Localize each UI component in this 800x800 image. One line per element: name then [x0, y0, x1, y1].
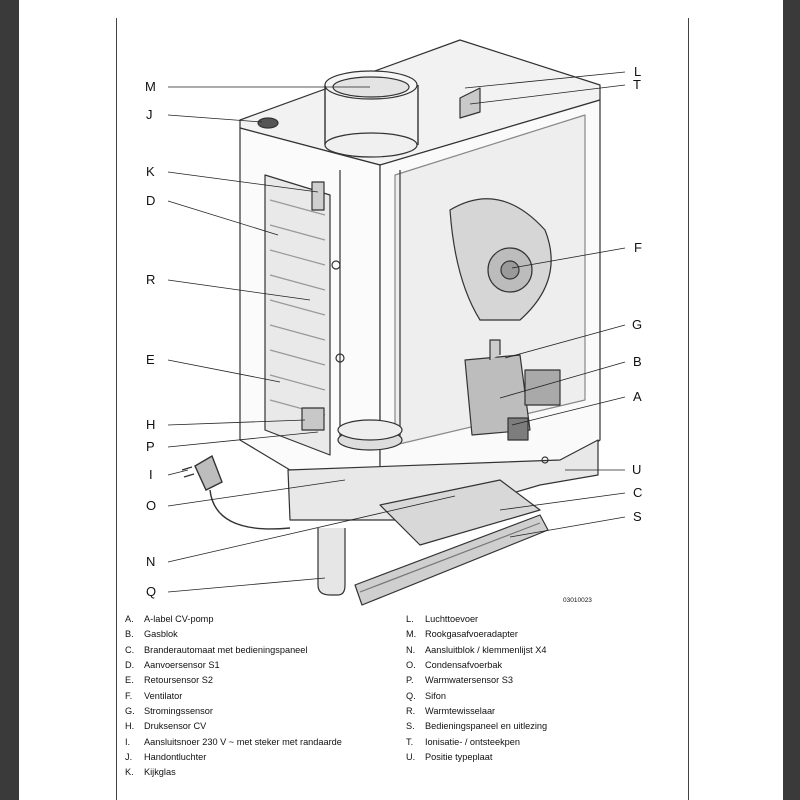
legend-row: R.Warmtewisselaar: [406, 706, 496, 717]
callout-H: H: [146, 417, 156, 432]
legend-row: E.Retoursensor S2: [125, 675, 213, 686]
callout-M: M: [145, 79, 156, 94]
legend-row: H.Druksensor CV: [125, 721, 207, 732]
air-vent: [257, 117, 279, 129]
lower-housing: [287, 439, 599, 521]
callout-Q: Q: [146, 584, 157, 599]
legend-row: A.A-label CV-pomp: [125, 614, 214, 624]
control-box: [379, 479, 541, 546]
legend-left: A.A-label CV-pomp B.Gasblok C.Branderaut…: [125, 612, 342, 781]
page-frame: [116, 18, 689, 800]
page-edge-right: [783, 0, 800, 800]
legend-row: U.Positie typeplaat: [406, 752, 493, 763]
legend-row: S.Bedieningspaneel en uitlezing: [406, 721, 548, 732]
callout-R: R: [146, 272, 156, 287]
legend-row: P.Warmwatersensor S3: [406, 675, 513, 686]
legend-row: G.Stromingssensor: [125, 706, 213, 717]
callout-P: P: [146, 439, 155, 454]
callout-C: C: [633, 485, 643, 500]
callout-N: N: [146, 554, 156, 569]
legend-row: Q.Sifon: [406, 690, 446, 701]
callout-F: F: [634, 240, 642, 255]
legend-row: T.Ionisatie- / ontsteekpen: [406, 736, 520, 747]
callout-S: S: [633, 509, 642, 524]
legend-row: L.Luchttoevoer: [406, 614, 479, 624]
callout-T: T: [633, 77, 641, 92]
legend-row: M.Rookgasafvoeradapter: [406, 629, 518, 640]
legend-row: K.Kijkglas: [125, 767, 176, 778]
legend-row: C.Branderautomaat met bedieningspaneel: [125, 644, 308, 655]
legend-row: I.Aansluitsnoer 230 V ~ met steker met r…: [125, 736, 342, 747]
legend-row: D.Aanvoersensor S1: [125, 660, 220, 671]
page-edge-left: [0, 0, 19, 800]
callout-K: K: [146, 164, 155, 179]
flue-adapter: [324, 85, 419, 145]
legend-row: N.Aansluitblok / klemmenlijst X4: [406, 644, 547, 655]
siphon: [317, 528, 346, 596]
callout-J: J: [146, 107, 153, 122]
legend-row: O.Condensafvoerbak: [406, 660, 503, 671]
callout-D: D: [146, 193, 156, 208]
flue-pipe: [339, 170, 401, 440]
callout-A: A: [633, 389, 642, 404]
legend-row: J.Handontluchter: [125, 752, 207, 763]
callout-O: O: [146, 498, 157, 513]
callout-E: E: [146, 352, 155, 367]
callout-B: B: [633, 354, 642, 369]
callout-G: G: [632, 317, 643, 332]
heat-exchanger: [264, 174, 331, 456]
legend-row: F.Ventilator: [125, 690, 183, 701]
power-cable: [209, 489, 291, 530]
legend-right: L.Luchttoevoer M.Rookgasafvoeradapter N.…: [406, 612, 547, 765]
figure-code: 03010023: [563, 597, 592, 604]
legend-row: B.Gasblok: [125, 629, 178, 640]
callout-U: U: [632, 462, 642, 477]
gas-block: [464, 354, 531, 436]
callout-I: I: [149, 467, 153, 482]
callout-L: L: [634, 64, 642, 79]
